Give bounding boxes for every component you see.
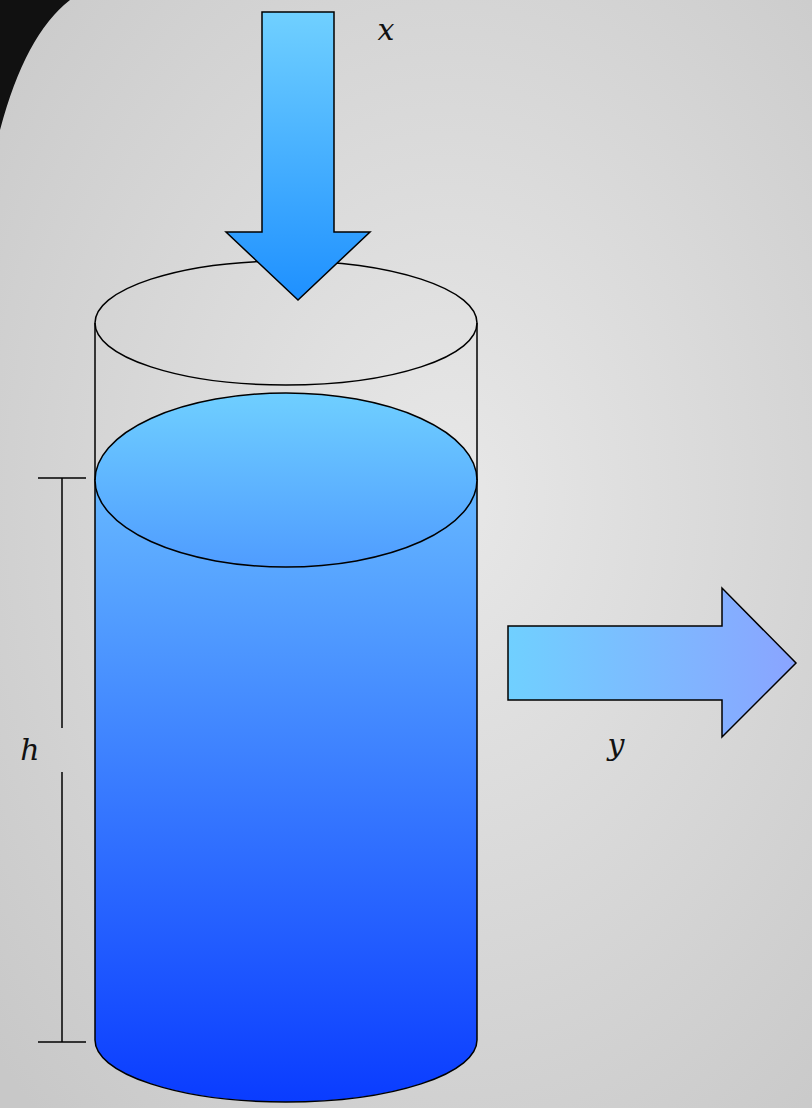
- outflow-arrow: [508, 588, 796, 737]
- height-bracket: [38, 478, 86, 1042]
- flow-label: x: [378, 15, 395, 45]
- tank-wall: [94, 323, 96, 480]
- water-body: [95, 480, 477, 1102]
- flow-label: y: [608, 730, 625, 760]
- tank-wall: [476, 323, 478, 480]
- inflow-arrow: [226, 12, 370, 300]
- water-surface: [95, 393, 477, 567]
- corner-shadow: [0, 0, 70, 130]
- height-label: h: [20, 735, 39, 765]
